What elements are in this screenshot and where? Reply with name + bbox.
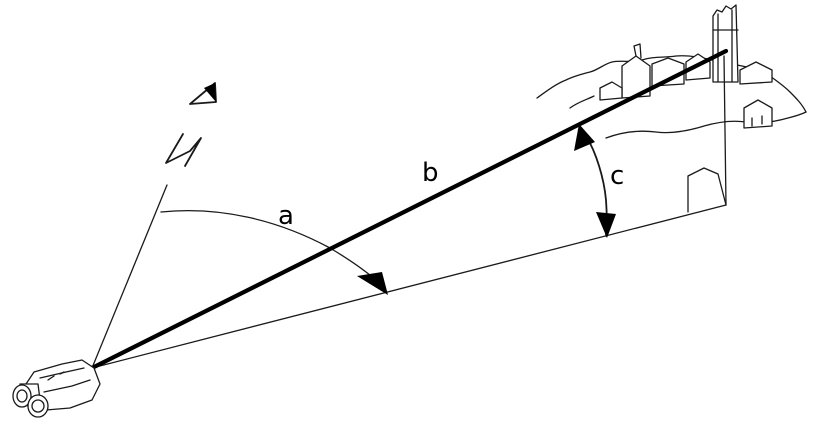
north-line: [91, 184, 168, 369]
north-arrow-icon: [165, 82, 217, 167]
angle-arc-a-arrowhead: [357, 272, 388, 295]
height-arrow-c-top: [574, 124, 595, 151]
label-c: c: [610, 161, 624, 191]
target-vertical: [723, 55, 727, 206]
hill-outline: [536, 55, 807, 113]
height-arrow-c-bottom: [596, 212, 616, 238]
label-b: b: [422, 158, 439, 188]
binoculars-icon: [12, 359, 101, 418]
base-box: [687, 167, 727, 213]
line-of-sight-b: [89, 48, 729, 371]
label-a: a: [278, 201, 294, 231]
base-line: [91, 204, 727, 369]
hill-foreground: [605, 111, 807, 139]
castle-icon: [599, 4, 773, 129]
angle-arc-a: [160, 209, 379, 283]
